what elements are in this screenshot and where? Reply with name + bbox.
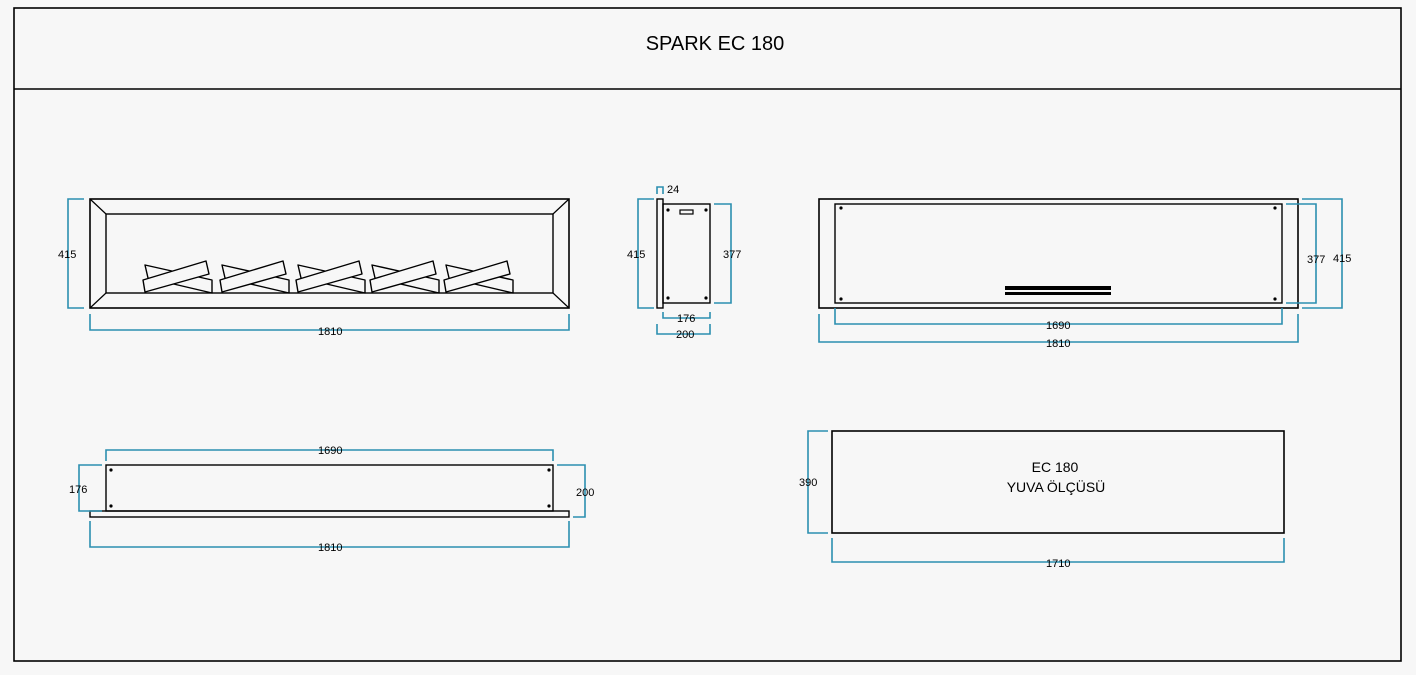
side-body — [662, 203, 711, 304]
top-front-plate — [89, 510, 570, 518]
side-inner-height-label: 377 — [723, 249, 741, 261]
log — [443, 260, 511, 293]
log-pair — [443, 260, 514, 294]
side-dimension-lines — [637, 186, 732, 335]
log-pair — [295, 260, 366, 294]
decorative-logs — [142, 260, 514, 294]
back-vent-bar — [1005, 292, 1111, 295]
drawing-frame — [13, 7, 1402, 662]
front-width-label: 1810 — [318, 326, 342, 338]
back-dimension-lines — [818, 198, 1343, 343]
front-height-label: 415 — [58, 249, 76, 261]
front-dimension-lines — [67, 198, 570, 331]
top-outer-width-label: 1810 — [318, 542, 342, 554]
log-pair — [142, 260, 213, 294]
side-outer-height-label: 415 — [627, 249, 645, 261]
top-left-depth-label: 176 — [69, 484, 87, 496]
log — [142, 260, 210, 293]
side-inner-depth-label: 176 — [677, 313, 695, 325]
log — [369, 260, 437, 293]
side-slot — [679, 209, 694, 215]
back-view: 377 415 1690 1810 — [818, 198, 1351, 350]
back-inner-panel — [834, 203, 1283, 304]
top-body — [105, 464, 554, 512]
back-outer-height-label: 415 — [1333, 253, 1351, 265]
niche-label-line2: YUVA ÖLÇÜSÜ — [1007, 478, 1106, 495]
side-outer-depth-label: 200 — [676, 329, 694, 341]
niche-view: EC 180 YUVA ÖLÇÜSÜ 390 1710 — [799, 430, 1285, 570]
niche-height-label: 390 — [799, 477, 817, 489]
front-view: 415 1810 — [58, 198, 570, 338]
log — [295, 260, 363, 293]
back-vent-bar — [1005, 286, 1111, 290]
back-outer-width-label: 1810 — [1046, 338, 1070, 350]
niche-rectangle — [831, 430, 1285, 534]
side-top-label: 24 — [667, 184, 679, 196]
log-pair — [219, 260, 290, 294]
drawing-title: SPARK EC 180 — [646, 33, 785, 55]
niche-width-label: 1710 — [1046, 558, 1070, 570]
back-inner-width-label: 1690 — [1046, 320, 1070, 332]
niche-label-line1: EC 180 — [1032, 459, 1079, 475]
side-front-plate — [656, 198, 664, 309]
niche-dimension-lines — [807, 430, 1285, 563]
back-outer-frame — [818, 198, 1299, 309]
log — [219, 260, 287, 293]
top-right-depth-label: 200 — [576, 487, 594, 499]
log-pair — [369, 260, 440, 294]
front-outer-frame — [89, 198, 570, 309]
top-inner-width-label: 1690 — [318, 445, 342, 457]
top-dimension-lines — [78, 449, 586, 548]
front-inner-opening — [105, 213, 554, 294]
side-view: 24 415 377 176 200 — [627, 184, 741, 341]
back-inner-height-label: 377 — [1307, 254, 1325, 266]
top-view: 1690 176 200 1810 — [69, 445, 594, 554]
